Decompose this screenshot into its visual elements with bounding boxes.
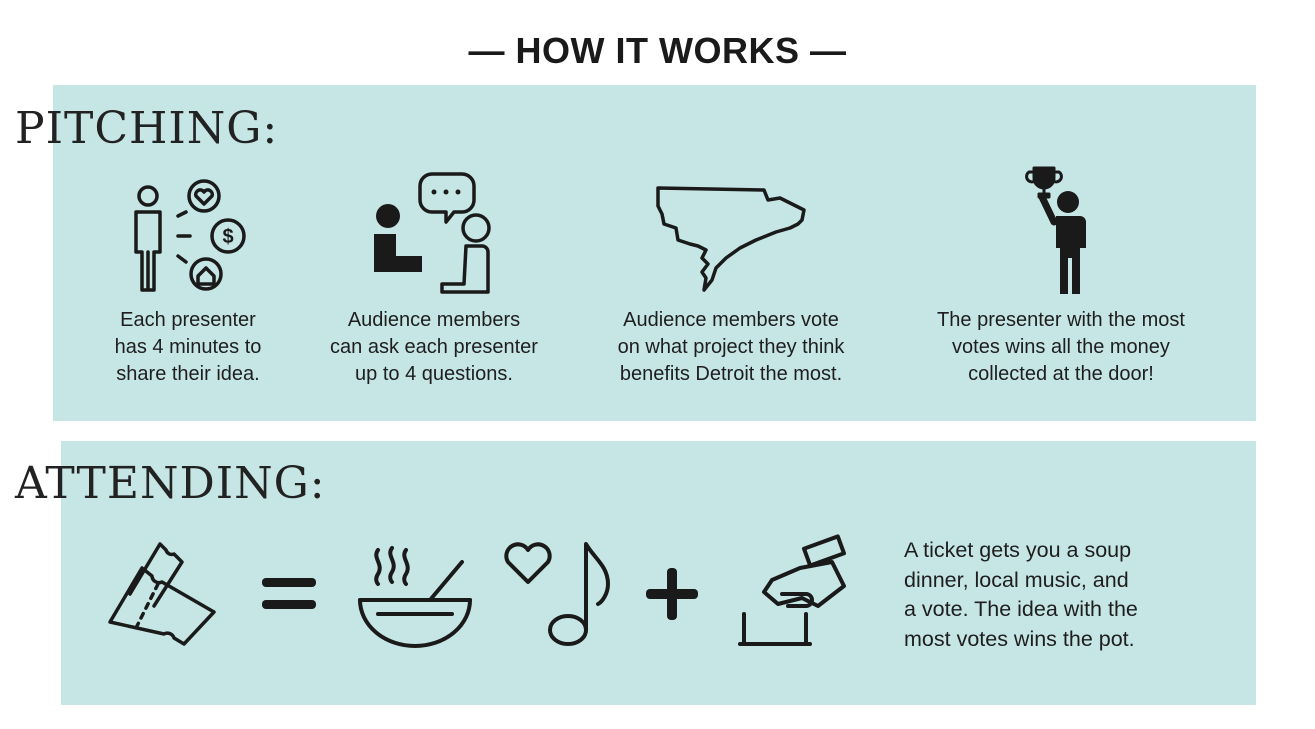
plus-icon	[646, 568, 698, 620]
pitching-step-2-text: Audience members can ask each presenter …	[330, 309, 538, 385]
detroit-map-icon	[656, 186, 806, 292]
svg-text:$: $	[222, 226, 233, 248]
attending-heading: ATTENDING:	[15, 458, 326, 509]
ticket-icon	[108, 542, 216, 646]
heart-music-note-icon	[504, 542, 610, 646]
ballot-box-icon	[738, 534, 846, 646]
pitching-panel	[53, 85, 1256, 421]
pitching-step-1-text: Each presenter has 4 minutes to share th…	[114, 309, 262, 385]
audience-question-icon	[374, 172, 491, 294]
pitching-heading: PITCHING:	[15, 103, 279, 154]
presenter-ideas-icon: $	[134, 179, 246, 292]
pitching-step-4-text: The presenter with the most votes wins a…	[937, 309, 1185, 385]
page-title: — HOW IT WORKS —	[468, 30, 847, 71]
attending-panel	[61, 441, 1256, 705]
equals-icon	[262, 578, 316, 609]
trophy-winner-icon	[1025, 166, 1086, 294]
pitching-step-3-text: Audience members vote on what project th…	[617, 309, 845, 385]
attending-description: A ticket gets you a soup dinner, local m…	[904, 538, 1138, 651]
soup-bowl-icon	[358, 546, 472, 648]
